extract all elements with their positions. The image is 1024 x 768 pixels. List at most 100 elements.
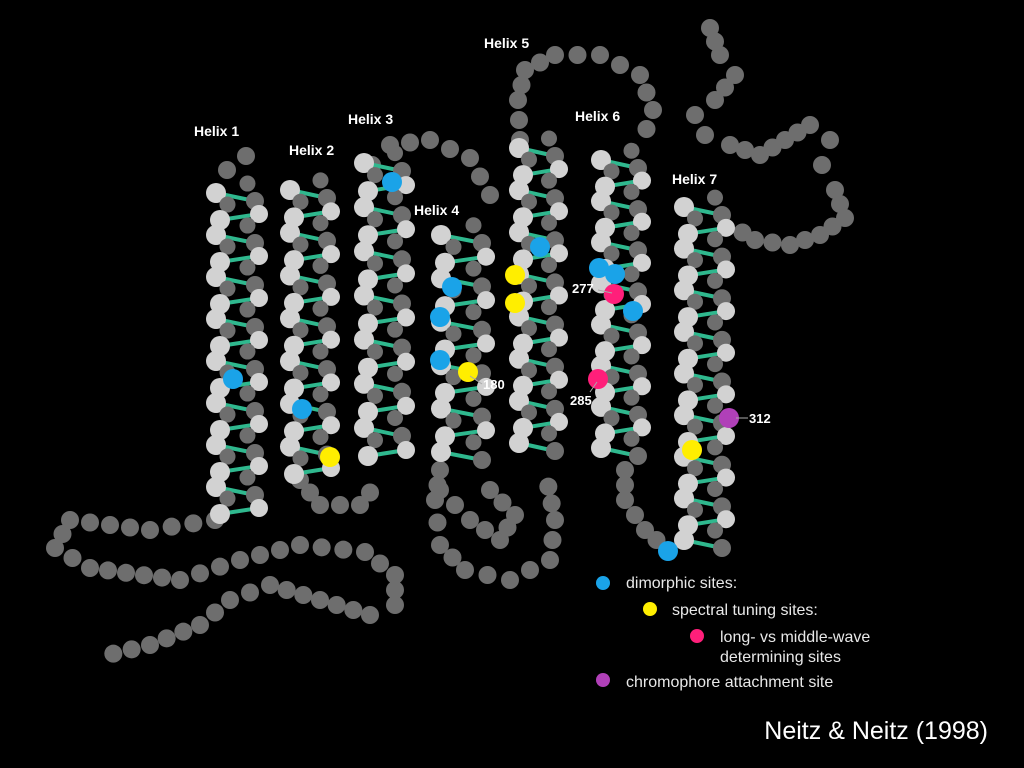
helix-3-residue xyxy=(393,338,411,357)
helix-2-residue xyxy=(312,172,329,189)
c-terminal-tail-residue xyxy=(211,557,229,576)
c-terminal-tail-residue xyxy=(81,559,99,577)
legend-chromophore-swatch xyxy=(596,673,610,687)
helix-3-residue xyxy=(354,329,374,350)
helix-7-residue xyxy=(717,510,735,529)
loop-residue xyxy=(361,483,379,502)
loop-residue xyxy=(481,186,499,204)
helix-1-residue xyxy=(210,252,230,272)
helix-6-residue xyxy=(591,396,611,417)
helix-4-residue xyxy=(477,291,495,310)
helix-1-residue xyxy=(219,238,236,255)
loop-residues xyxy=(46,19,854,663)
spectral-tuning-site xyxy=(458,362,478,382)
helix-5-residue xyxy=(521,193,537,210)
legend-dimorphic-text: dimorphic sites: xyxy=(626,575,737,592)
loop-residue xyxy=(626,506,644,524)
loop-residue xyxy=(686,106,704,124)
loop-residue xyxy=(637,83,656,102)
helix-7-residue xyxy=(713,539,731,557)
loop-residue xyxy=(821,131,839,149)
helix-4-residue xyxy=(445,325,462,342)
helix-6-residue xyxy=(591,438,611,458)
c-terminal-tail-residue xyxy=(312,538,331,557)
helix-2-residue xyxy=(284,335,304,356)
c-terminal-tail-residue xyxy=(361,606,379,624)
helix-2-residue xyxy=(312,257,329,274)
helix-4-residue xyxy=(445,238,462,255)
helix-6-residue xyxy=(603,163,620,180)
helix-2-residue xyxy=(292,236,309,253)
loop-residue xyxy=(509,91,527,109)
helix-3-residue xyxy=(387,277,403,294)
helix-2-residue xyxy=(284,464,304,484)
helix-7-residue xyxy=(687,293,703,310)
highlighted-sites xyxy=(223,172,739,561)
helix-7-residue xyxy=(707,272,723,289)
helix-7-residue xyxy=(707,522,723,539)
c-terminal-tail-residue xyxy=(53,525,72,543)
helix-1-residue xyxy=(206,183,226,203)
helix-1-residue xyxy=(210,504,230,524)
helix-7-residue xyxy=(674,488,694,509)
helix-2-residue xyxy=(284,207,304,228)
helix-2-residue xyxy=(280,180,300,200)
helix-3-residue xyxy=(354,285,374,306)
helix-4-residue xyxy=(477,247,495,266)
helix-4-residue xyxy=(445,369,462,386)
loop-residue xyxy=(431,536,449,554)
helix-7-residue xyxy=(717,302,735,321)
helix-5-residue xyxy=(550,328,568,347)
helix-2-residue xyxy=(322,287,340,306)
helix-3-residue xyxy=(393,382,411,401)
helix-1-residue xyxy=(206,477,226,497)
helix-7-residue xyxy=(717,468,735,487)
helix-1-residue xyxy=(250,205,268,223)
helix-1-residue xyxy=(239,217,256,234)
loop-residue xyxy=(733,223,752,242)
helix-6-residue xyxy=(623,142,640,159)
helix-3-residue xyxy=(354,373,374,394)
helix-1-residue xyxy=(219,448,236,465)
loop-residue xyxy=(644,101,662,119)
helix-5-residue xyxy=(513,333,533,354)
helix-5-residue xyxy=(521,278,537,295)
spectral-tuning-site xyxy=(682,440,702,460)
helix-3-residue xyxy=(367,211,383,228)
c-terminal-tail-residue xyxy=(271,541,289,559)
helix-7-residue xyxy=(707,439,723,456)
helix-6-residue xyxy=(623,225,640,242)
loop-residue xyxy=(716,78,734,97)
dimorphic-site xyxy=(430,307,450,327)
helix-4-residue xyxy=(473,234,491,252)
dimorphic-site xyxy=(623,301,643,321)
helix-2-residue xyxy=(292,322,309,339)
helix-5-residue xyxy=(521,320,537,337)
wave-determining-site xyxy=(588,369,608,389)
helix-2-residue xyxy=(322,373,340,392)
helix-4-residue xyxy=(473,320,491,339)
helix-3-residue xyxy=(397,264,415,283)
helix-2-residue xyxy=(280,222,300,243)
loop-residue xyxy=(461,149,479,167)
helix-4-label: Helix 4 xyxy=(414,202,459,218)
loop-residue xyxy=(721,136,739,154)
c-terminal-tail-residue xyxy=(61,511,79,529)
helix-3-residue xyxy=(354,197,374,218)
residue-277-label: 277 xyxy=(572,281,594,296)
helix-3-residue xyxy=(387,233,403,250)
c-terminal-tail-residue xyxy=(191,564,209,583)
loop-residue xyxy=(781,236,799,254)
c-terminal-tail-residue xyxy=(231,551,249,569)
c-terminal-tail-residue xyxy=(291,536,309,554)
loop-residue xyxy=(831,195,849,213)
helix-6-residue xyxy=(591,191,611,212)
legend-wave-text: long- vs middle-wave xyxy=(720,629,870,646)
legend-dimorphic-swatch xyxy=(596,576,610,590)
helix-4-residue xyxy=(473,277,491,296)
helix-1-residue xyxy=(219,490,236,507)
c-terminal-tail-residue xyxy=(277,581,296,599)
helix-5-residue xyxy=(550,412,568,431)
helix-7-residue xyxy=(674,238,694,259)
c-terminal-tail-residue xyxy=(334,540,353,559)
